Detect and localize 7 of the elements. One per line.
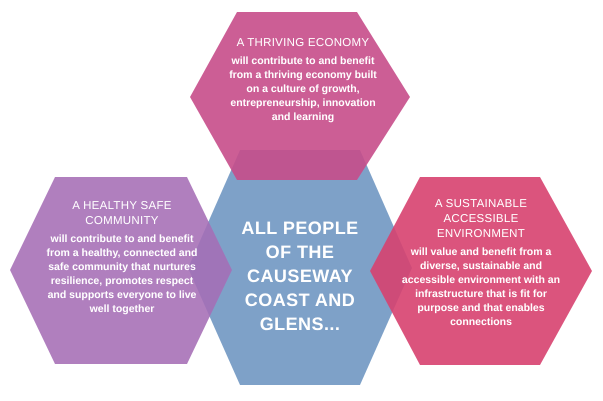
hexagon-title: A THRIVING ECONOMY xyxy=(236,36,370,51)
hexagon-text: will value and benefit from a diverse, sustainable and accessible environment with an infrastructure that is fit for purpose and that enables connections xyxy=(400,245,562,329)
hexagon-text: will contribute to and benefit from a thriving economy built on a culture of growth, entrepreneurship, innovation and learning xyxy=(228,54,378,124)
hexagon-title: A SUSTAINABLE ACCESSIBLE ENVIRONMENT xyxy=(434,197,528,242)
hexagon-title: A HEALTHY SAFE COMMUNITY xyxy=(71,199,173,229)
hexagon-title: ALL PEOPLE OF THE CAUSEWAY COAST AND GLENS... xyxy=(240,217,360,336)
hexagon-text: will contribute to and benefit from a healthy, connected and safe community that nurtures resilience, promotes respect and supports everyone to live well together xyxy=(46,232,198,316)
